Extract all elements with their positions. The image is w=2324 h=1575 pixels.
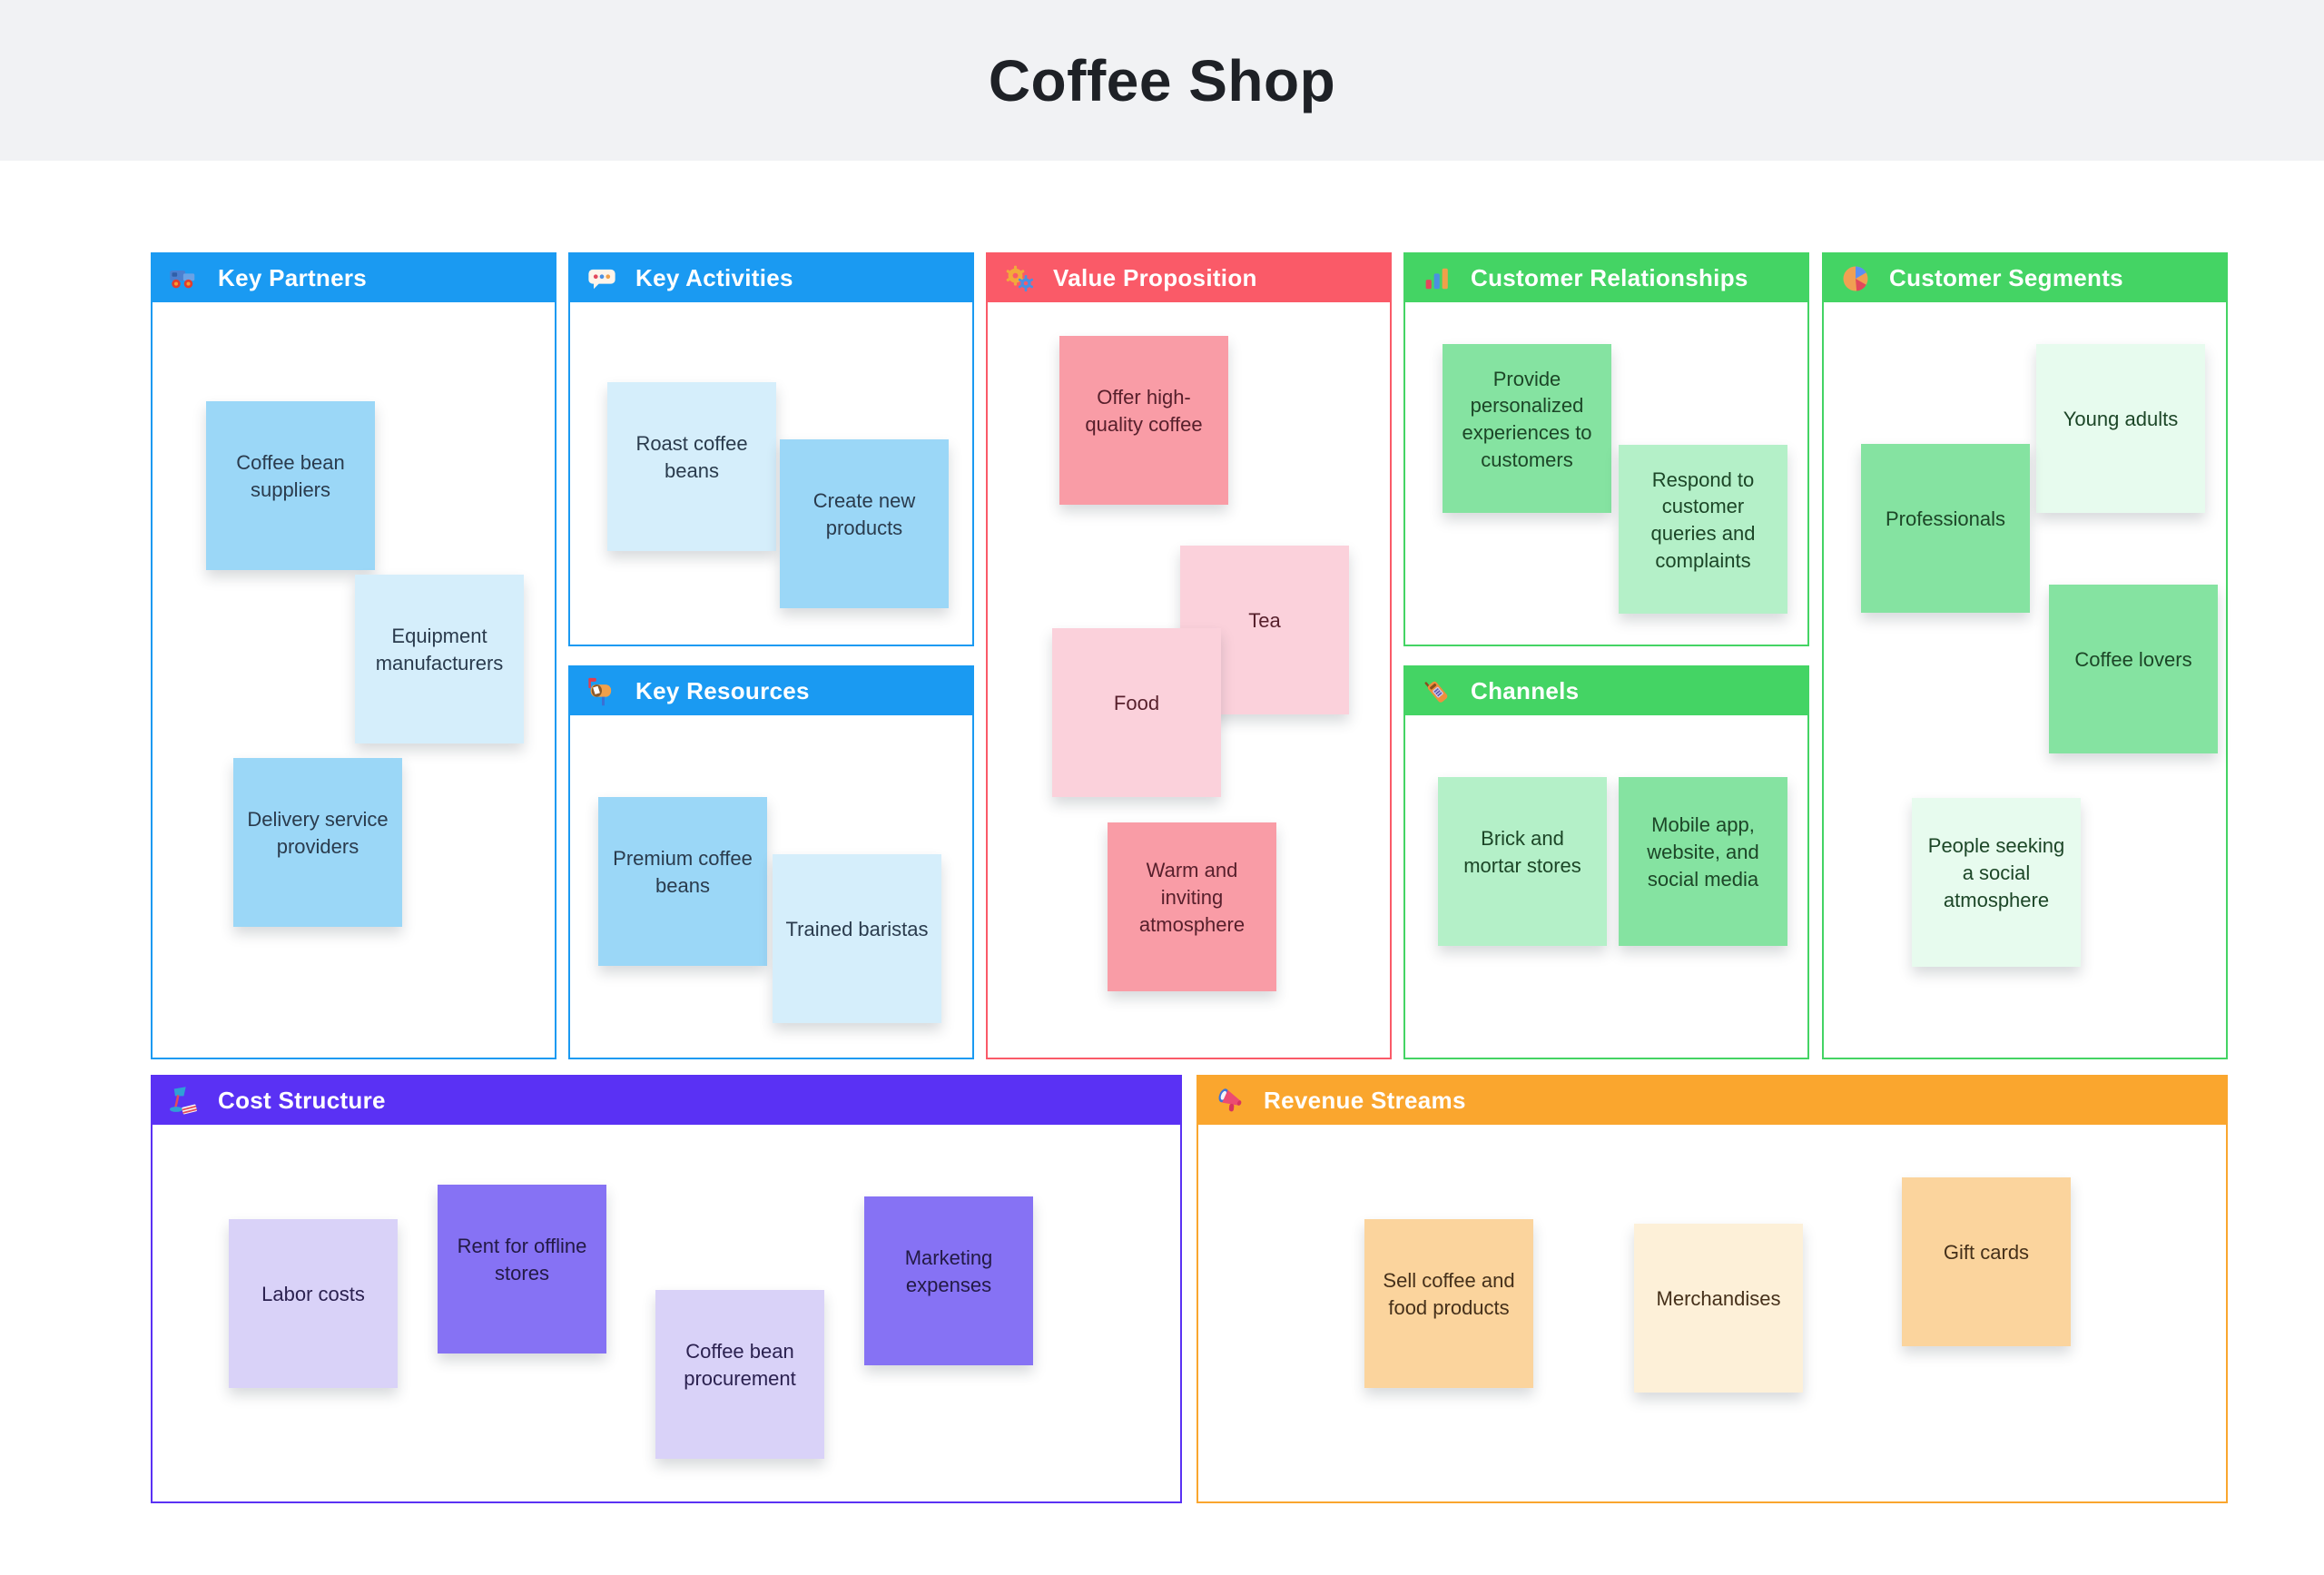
section-title: Revenue Streams (1264, 1087, 1466, 1114)
gears-icon (1002, 261, 1037, 296)
section-title: Value Proposition (1053, 264, 1257, 291)
section-body: Sell coffee and food products Merchandis… (1198, 1125, 2226, 1501)
section-title: Key Resources (635, 677, 810, 704)
sticky-note[interactable]: Warm and inviting atmosphere (1108, 822, 1276, 991)
sticky-note[interactable]: Coffee bean procurement (655, 1290, 824, 1459)
section-body: Roast coffee beans Create new products (570, 302, 972, 645)
section-revenue-streams: Revenue Streams Sell coffee and food pro… (1196, 1075, 2228, 1503)
sticky-note[interactable]: People seeking a social atmosphere (1912, 798, 2081, 967)
sticky-note[interactable]: Marketing expenses (864, 1196, 1033, 1365)
section-customer-relationships: Customer Relationships Provide personali… (1403, 252, 1809, 646)
sticky-note[interactable]: Offer high-quality coffee (1059, 336, 1228, 505)
section-title: Customer Segments (1889, 264, 2123, 291)
section-customer-segments: Customer Segments Young adults Professio… (1822, 252, 2228, 1059)
section-channels: Channels Brick and mortar stores Mobile … (1403, 665, 1809, 1059)
section-header-key-activities: Key Activities (570, 254, 972, 302)
section-body: Coffee bean suppliers Equipment manufact… (153, 302, 555, 1058)
bar-chart-icon (1420, 261, 1454, 296)
megaphone-icon (1213, 1084, 1247, 1118)
section-body: Premium coffee beans Trained baristas (570, 715, 972, 1058)
sticky-note[interactable]: Food (1052, 628, 1221, 797)
section-title: Key Activities (635, 264, 793, 291)
truck-icon (167, 261, 202, 296)
sticky-note[interactable]: Coffee lovers (2049, 585, 2218, 753)
section-key-resources: Key Resources Premium coffee beans Train… (568, 665, 974, 1059)
section-key-partners: Key Partners Coffee bean suppliers Equip… (151, 252, 556, 1059)
title-band: Coffee Shop (0, 0, 2324, 161)
sticky-note[interactable]: Labor costs (229, 1219, 398, 1388)
section-title: Channels (1471, 677, 1580, 704)
section-body: Young adults Professionals Coffee lovers… (1824, 302, 2226, 1058)
section-header-customer-relationships: Customer Relationships (1405, 254, 1807, 302)
section-value-proposition: Value Proposition Offer high-quality cof… (986, 252, 1392, 1059)
section-header-channels: Channels (1405, 667, 1807, 715)
page-title: Coffee Shop (988, 47, 1336, 113)
section-header-key-resources: Key Resources (570, 667, 972, 715)
speech-bubble-icon (585, 261, 619, 296)
lamp-icon (167, 1084, 202, 1118)
sticky-note[interactable]: Premium coffee beans (598, 797, 767, 966)
section-title: Cost Structure (218, 1087, 386, 1114)
section-header-key-partners: Key Partners (153, 254, 555, 302)
sticky-note[interactable]: Merchandises (1634, 1224, 1803, 1393)
sticky-note[interactable]: Brick and mortar stores (1438, 777, 1607, 946)
section-body: Labor costs Rent for offline stores Coff… (153, 1125, 1180, 1501)
sticky-note[interactable]: Sell coffee and food products (1364, 1219, 1533, 1388)
sticky-note[interactable]: Coffee bean suppliers (206, 401, 375, 570)
pie-chart-icon (1838, 261, 1873, 296)
phone-icon (1420, 674, 1454, 709)
section-cost-structure: Cost Structure Labor costs Rent for offl… (151, 1075, 1182, 1503)
mailbox-icon (585, 674, 619, 709)
section-header-value-proposition: Value Proposition (988, 254, 1390, 302)
sticky-note[interactable]: Roast coffee beans (607, 382, 776, 551)
section-header-cost-structure: Cost Structure (153, 1077, 1180, 1125)
section-title: Customer Relationships (1471, 264, 1748, 291)
section-body: Brick and mortar stores Mobile app, webs… (1405, 715, 1807, 1058)
sticky-note[interactable]: Equipment manufacturers (355, 575, 524, 743)
sticky-note[interactable]: Mobile app, website, and social media (1619, 777, 1787, 946)
sticky-note[interactable]: Rent for offline stores (438, 1185, 606, 1354)
sticky-note[interactable]: Trained baristas (773, 854, 941, 1023)
sticky-note[interactable]: Create new products (780, 439, 949, 608)
sticky-note[interactable]: Gift cards (1902, 1177, 2071, 1346)
section-body: Provide personalized experiences to cust… (1405, 302, 1807, 645)
section-body: Offer high-quality coffee Tea Food Warm … (988, 302, 1390, 1058)
sticky-note[interactable]: Professionals (1861, 444, 2030, 613)
section-key-activities: Key Activities Roast coffee beans Create… (568, 252, 974, 646)
sticky-note[interactable]: Provide personalized experiences to cust… (1443, 344, 1611, 513)
section-title: Key Partners (218, 264, 368, 291)
section-header-customer-segments: Customer Segments (1824, 254, 2226, 302)
sticky-note[interactable]: Delivery service providers (233, 758, 402, 927)
sticky-note[interactable]: Young adults (2036, 344, 2205, 513)
sticky-note[interactable]: Respond to customer queries and complain… (1619, 445, 1787, 614)
section-header-revenue-streams: Revenue Streams (1198, 1077, 2226, 1125)
